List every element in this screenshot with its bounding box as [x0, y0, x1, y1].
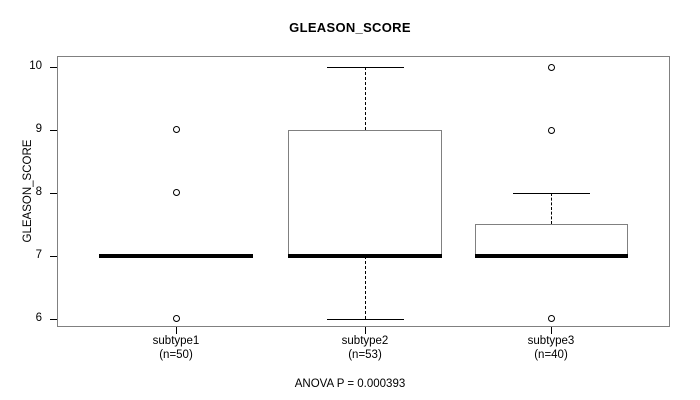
outlier-point — [548, 315, 555, 322]
x-tick-label-name: subtype3 — [527, 335, 575, 347]
median-line-subtype1 — [99, 254, 253, 258]
x-tick-label-name: subtype1 — [152, 335, 200, 347]
outlier-point — [173, 315, 180, 322]
x-tick-label-count: (n=40) — [534, 349, 568, 361]
y-tick-label-7: 7 — [35, 249, 42, 261]
x-tick-label-subtype2: subtype2 (n=53) — [285, 334, 445, 362]
box-rect-subtype3 — [475, 224, 628, 256]
median-line-subtype3 — [475, 254, 628, 258]
outlier-point — [548, 64, 555, 71]
y-tick-mark-9 — [50, 130, 57, 131]
x-tick-mark-subtype1 — [176, 327, 177, 334]
y-tick-mark-8 — [50, 193, 57, 194]
x-tick-label-name: subtype2 — [341, 335, 389, 347]
x-tick-mark-subtype3 — [551, 327, 552, 334]
y-tick-label-8: 8 — [35, 186, 42, 198]
outlier-point — [548, 127, 555, 134]
whisker-cap-lower-subtype2 — [327, 319, 404, 320]
box-rect-subtype2 — [288, 130, 442, 256]
x-tick-label-count: (n=50) — [159, 349, 193, 361]
outlier-point — [173, 189, 180, 196]
anova-caption: ANOVA P = 0.000393 — [294, 378, 406, 390]
y-tick-label-9: 9 — [35, 123, 42, 135]
x-tick-label-subtype1: subtype1 (n=50) — [96, 334, 256, 362]
whisker-stem-lower-subtype2 — [365, 256, 366, 319]
x-tick-label-subtype3: subtype3 (n=40) — [471, 334, 631, 362]
outlier-point — [173, 126, 180, 133]
chart-title: GLEASON_SCORE — [289, 20, 411, 35]
y-tick-mark-10 — [50, 67, 57, 68]
y-tick-mark-7 — [50, 256, 57, 257]
y-tick-label-10: 10 — [29, 60, 42, 72]
y-tick-mark-6 — [50, 319, 57, 320]
x-tick-label-count: (n=53) — [348, 349, 382, 361]
x-tick-mark-subtype2 — [365, 327, 366, 334]
y-tick-label-6: 6 — [35, 312, 42, 324]
whisker-stem-upper-subtype2 — [365, 67, 366, 130]
whisker-stem-upper-subtype3 — [551, 193, 552, 224]
